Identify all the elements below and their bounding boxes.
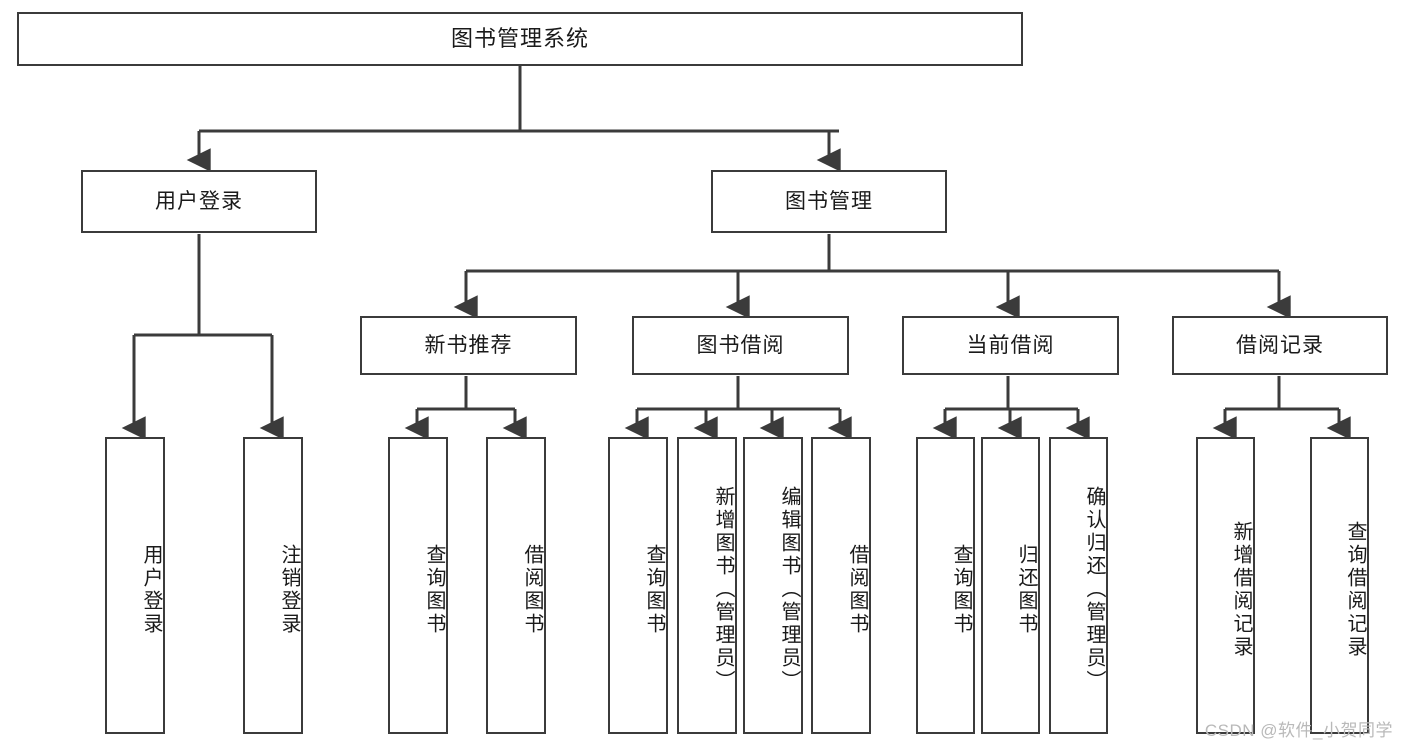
leaf-book-borrow-3[interactable]: 编辑图书（管理员） [743, 437, 803, 734]
leaf-current-borrow-1[interactable]: 查询图书 [916, 437, 975, 734]
leaf-label: 编辑图书（管理员） [778, 486, 800, 693]
node-current-borrow-label: 当前借阅 [966, 333, 1055, 357]
leaf-label: 用户登录 [140, 543, 162, 636]
node-root-label: 图书管理系统 [450, 25, 589, 51]
leaf-book-borrow-1[interactable]: 查询图书 [608, 437, 668, 734]
node-current-borrow[interactable]: 当前借阅 [902, 316, 1119, 375]
node-book-management-label: 图书管理 [785, 189, 873, 213]
leaf-label: 查询图书 [950, 543, 972, 636]
leaf-label: 确认归还（管理员） [1083, 486, 1105, 693]
watermark-text: CSDN @软件_小贺同学 [1204, 721, 1393, 740]
node-book-borrow-label: 图书借阅 [696, 333, 785, 357]
leaf-label: 注销登录 [278, 543, 300, 636]
leaf-label: 新增借阅记录 [1230, 520, 1252, 659]
leaf-current-borrow-3[interactable]: 确认归还（管理员） [1049, 437, 1108, 734]
node-borrow-records-label: 借阅记录 [1236, 333, 1324, 357]
node-book-management[interactable]: 图书管理 [711, 170, 947, 233]
node-borrow-records[interactable]: 借阅记录 [1172, 316, 1388, 375]
leaf-label: 新增图书（管理员） [712, 486, 734, 693]
node-book-borrow[interactable]: 图书借阅 [632, 316, 849, 375]
leaf-label: 查询图书 [643, 543, 665, 636]
leaf-book-borrow-4[interactable]: 借阅图书 [811, 437, 871, 734]
node-user-login[interactable]: 用户登录 [81, 170, 317, 233]
leaf-label: 查询图书 [423, 543, 445, 636]
node-new-book-recommend[interactable]: 新书推荐 [360, 316, 577, 375]
leaf-user-login-1[interactable]: 用户登录 [105, 437, 165, 734]
leaf-user-login-2[interactable]: 注销登录 [243, 437, 303, 734]
leaf-new-book-2[interactable]: 借阅图书 [486, 437, 546, 734]
leaf-label: 借阅图书 [521, 543, 543, 636]
leaf-label: 借阅图书 [846, 543, 868, 636]
leaf-borrow-records-1[interactable]: 新增借阅记录 [1196, 437, 1255, 734]
leaf-current-borrow-2[interactable]: 归还图书 [981, 437, 1040, 734]
node-new-book-recommend-label: 新书推荐 [424, 333, 513, 357]
node-root[interactable]: 图书管理系统 [17, 12, 1023, 66]
leaf-label: 查询借阅记录 [1344, 520, 1366, 659]
node-user-login-label: 用户登录 [155, 189, 243, 213]
leaf-label: 归还图书 [1015, 543, 1037, 636]
leaf-new-book-1[interactable]: 查询图书 [388, 437, 448, 734]
leaf-borrow-records-2[interactable]: 查询借阅记录 [1310, 437, 1369, 734]
leaf-book-borrow-2[interactable]: 新增图书（管理员） [677, 437, 737, 734]
